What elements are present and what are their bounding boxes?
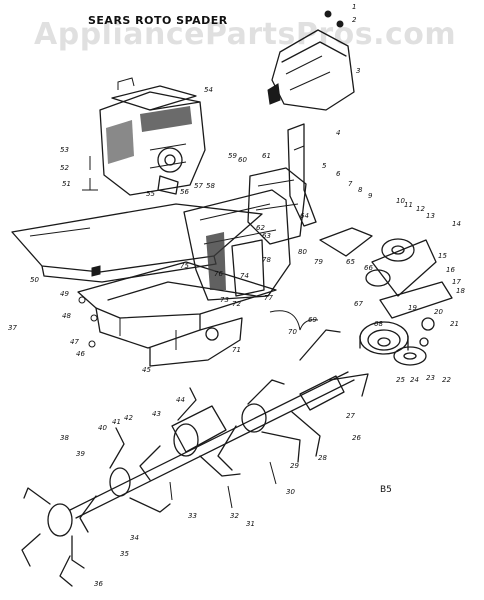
- pulley-assembly: [319, 227, 453, 366]
- callout-26: 26: [352, 434, 361, 442]
- callout-79: 79: [314, 258, 323, 266]
- callout-51: 51: [62, 180, 71, 188]
- callout-56: 56: [180, 188, 189, 196]
- callout-49: 49: [60, 290, 69, 298]
- callout-4: 4: [336, 129, 340, 137]
- callout-19: 19: [408, 304, 417, 312]
- callout-28: 28: [318, 454, 327, 462]
- callout-40: 40: [98, 424, 107, 432]
- callout-53: 53: [60, 146, 69, 154]
- callout-8: 8: [358, 186, 363, 194]
- engine: [99, 77, 206, 196]
- callout-42: 42: [124, 414, 133, 422]
- callout-62: 62: [256, 224, 265, 232]
- callout-65: 65: [346, 258, 355, 266]
- callout-77: 77: [264, 294, 273, 302]
- callout-33: 33: [188, 512, 197, 520]
- callout-22: 22: [442, 376, 451, 384]
- callout-57: 57: [194, 182, 203, 190]
- callout-39: 39: [76, 450, 85, 458]
- callout-78: 78: [262, 256, 271, 264]
- callout-3: 3: [356, 67, 360, 75]
- callout-1: 1: [352, 3, 356, 11]
- callout-66: 66: [364, 264, 373, 272]
- callout-75: 75: [180, 262, 189, 270]
- callout-18: 18: [456, 287, 465, 295]
- callout-21: 21: [450, 320, 459, 328]
- callout-68: 68: [374, 320, 383, 328]
- callout-37: 37: [8, 324, 17, 332]
- callout-58: 58: [206, 182, 215, 190]
- callout-14: 14: [452, 220, 461, 228]
- callout-74: 74: [240, 272, 249, 280]
- callout-16: 16: [446, 266, 455, 274]
- callout-35: 35: [120, 550, 129, 558]
- callout-6: 6: [336, 170, 341, 178]
- callout-34: 34: [130, 534, 139, 542]
- callout-24: 24: [410, 376, 419, 384]
- callout-54: 54: [204, 86, 213, 94]
- callout-71: 71: [232, 346, 241, 354]
- callout-17: 17: [452, 278, 461, 286]
- callout-46: 46: [76, 350, 85, 358]
- callout-2: 2: [352, 16, 357, 24]
- callout-59: 59: [228, 152, 237, 160]
- callout-27: 27: [346, 412, 355, 420]
- callout-73: 73: [220, 296, 229, 304]
- callout-9: 9: [368, 192, 373, 200]
- callout-29: 29: [290, 462, 299, 470]
- callout-64: 64: [300, 212, 309, 220]
- callout-70: 70: [288, 328, 297, 336]
- tine-sets: [21, 329, 369, 587]
- hardware: [78, 10, 344, 509]
- callout-38: 38: [60, 434, 69, 442]
- callout-15: 15: [438, 252, 447, 260]
- callout-48: 48: [62, 312, 71, 320]
- callout-32: 32: [230, 512, 239, 520]
- callout-45: 45: [142, 366, 151, 374]
- callout-11: 11: [404, 201, 413, 209]
- callout-80: 80: [298, 248, 307, 256]
- callout-61: 61: [262, 152, 271, 160]
- callout-13: 13: [426, 212, 435, 220]
- tine-shaft: [47, 371, 355, 537]
- callout-67: 67: [354, 300, 363, 308]
- callout-55: 55: [146, 190, 155, 198]
- page-code: B5: [380, 485, 392, 495]
- callout-7: 7: [348, 180, 353, 188]
- callout-5: 5: [322, 162, 327, 170]
- callout-12: 12: [416, 205, 425, 213]
- diagram-title: SEARS ROTO SPADER: [88, 14, 228, 27]
- callout-72: 72: [232, 300, 241, 308]
- callout-10: 10: [396, 197, 405, 205]
- callout-30: 30: [286, 488, 295, 496]
- watermark-text: AppliancePartsPros.com: [34, 17, 456, 52]
- callout-63: 63: [262, 232, 271, 240]
- callout-36: 36: [94, 580, 103, 588]
- chain-case: [247, 167, 307, 245]
- callout-31: 31: [246, 520, 255, 528]
- callout-41: 41: [112, 418, 121, 426]
- callout-52: 52: [60, 164, 69, 172]
- callout-44: 44: [176, 396, 185, 404]
- callout-60: 60: [238, 156, 247, 164]
- frame-assembly: [77, 189, 291, 367]
- callout-23: 23: [426, 374, 435, 382]
- callout-47: 47: [70, 338, 79, 346]
- callout-69: 69: [308, 316, 317, 324]
- belt-guard: [267, 29, 355, 227]
- callout-43: 43: [152, 410, 161, 418]
- callout-25: 25: [396, 376, 405, 384]
- callout-20: 20: [434, 308, 443, 316]
- callout-76: 76: [214, 270, 223, 278]
- callout-50: 50: [30, 276, 39, 284]
